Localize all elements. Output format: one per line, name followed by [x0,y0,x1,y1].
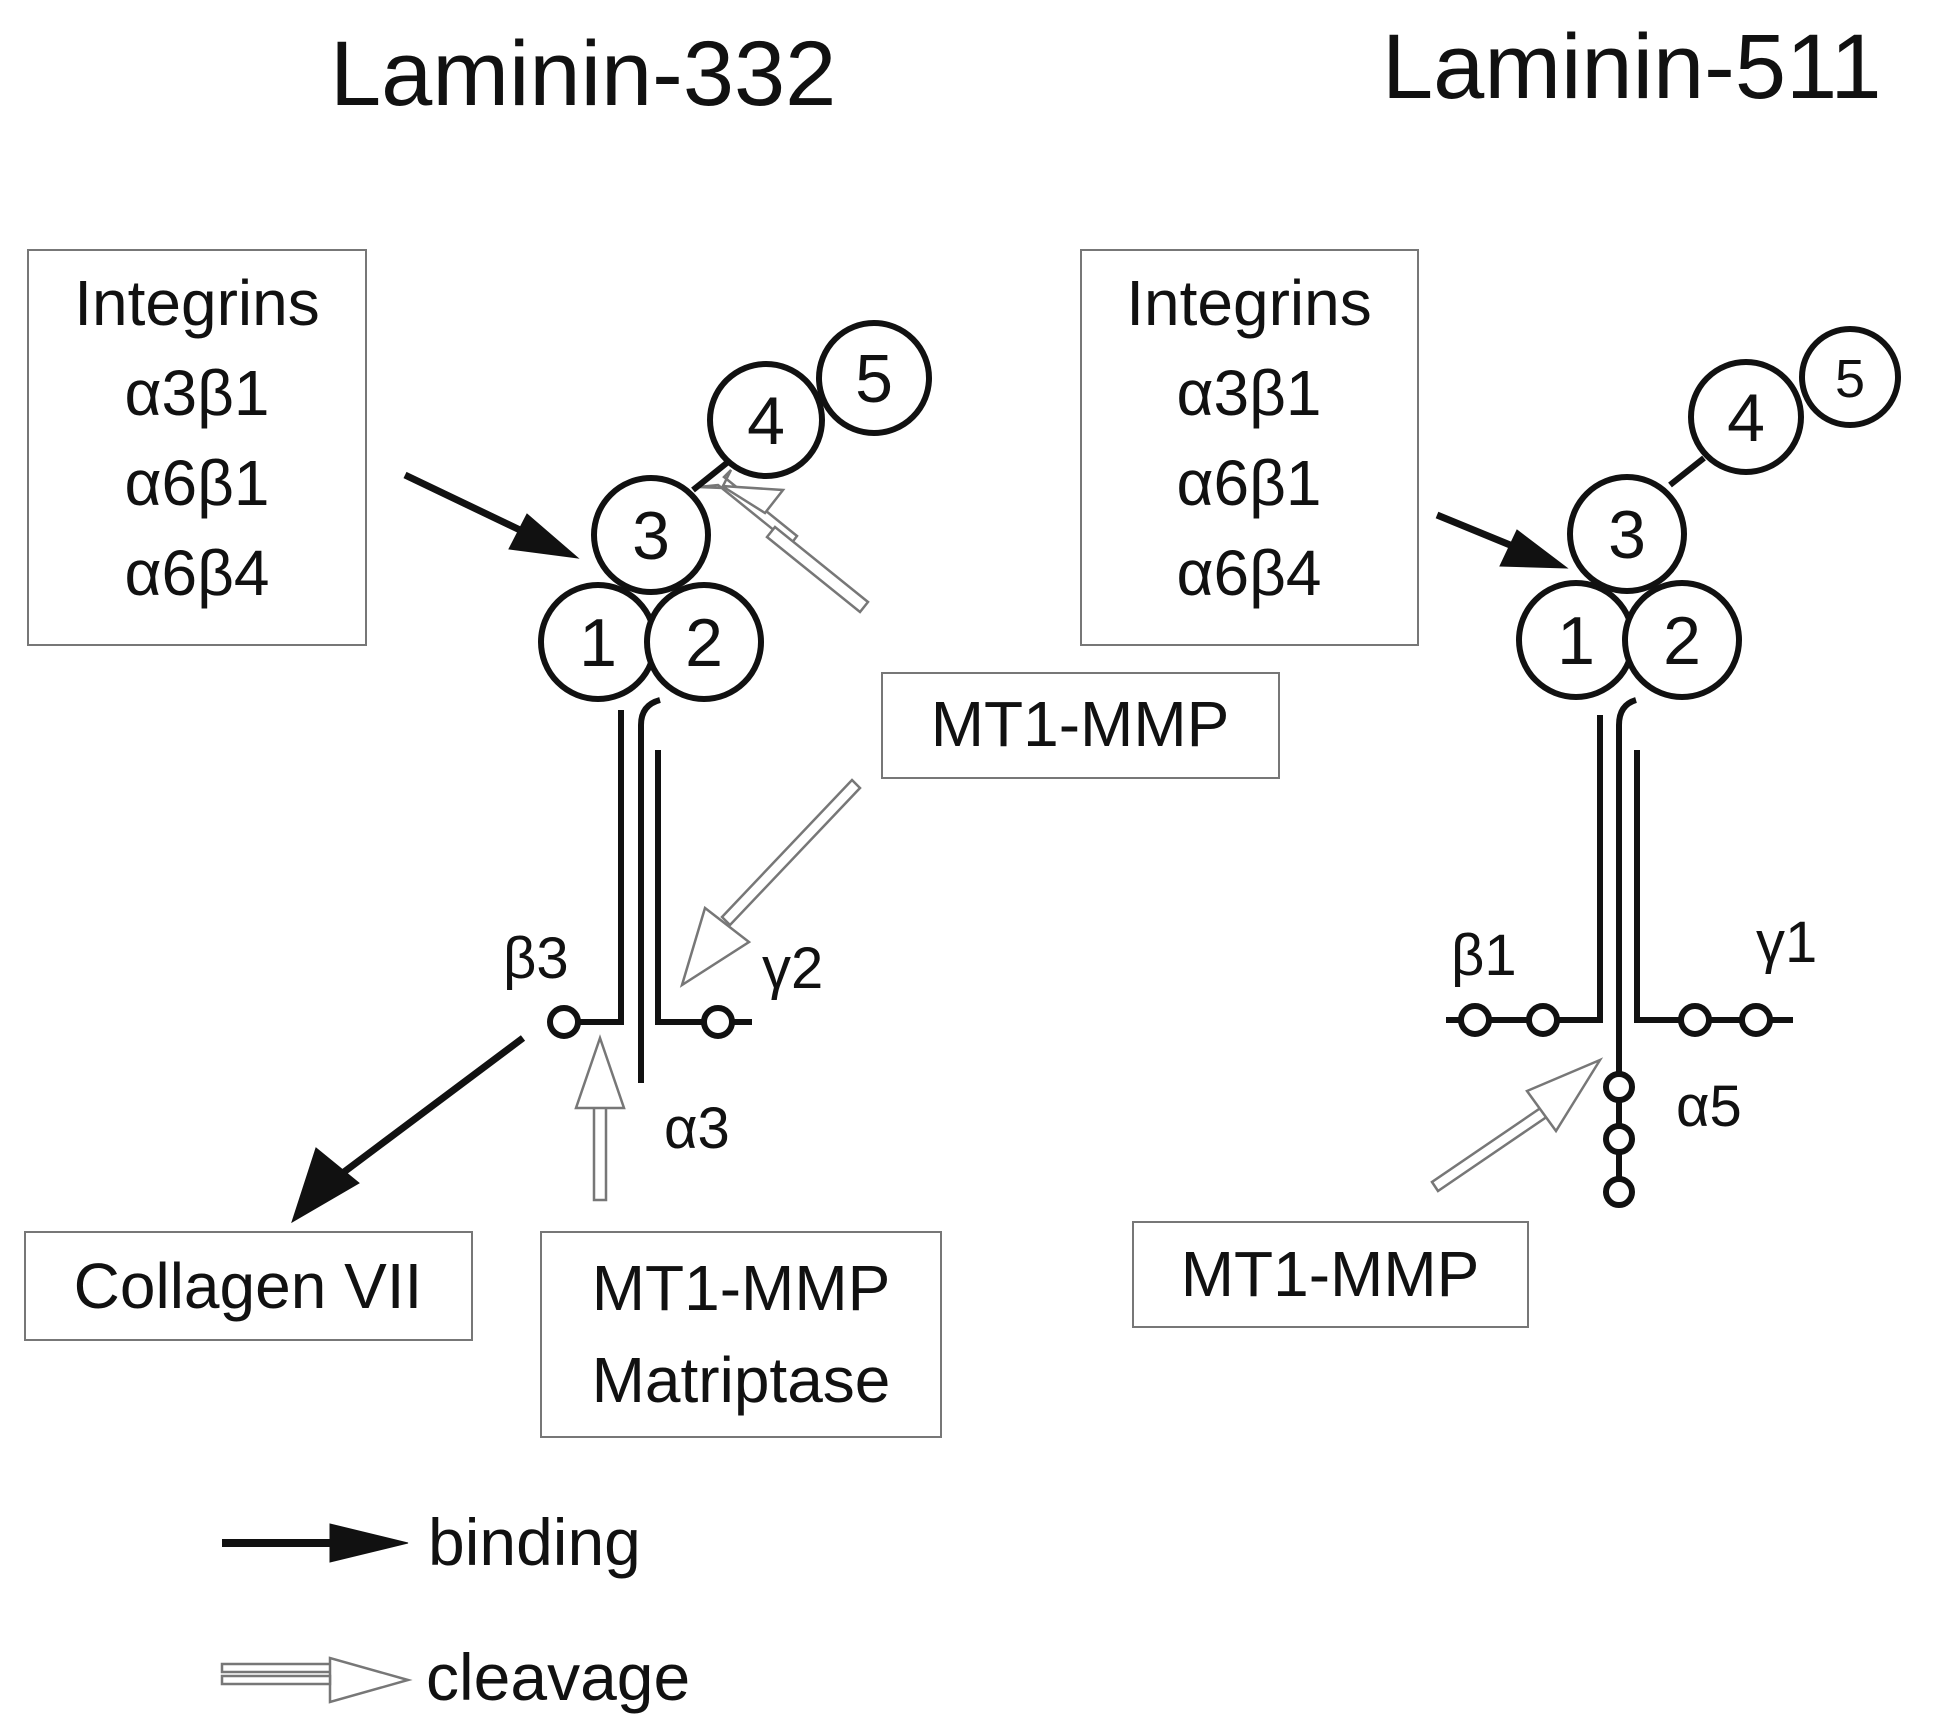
collagen-vii-box-frame [24,1231,473,1341]
integrin-a3b1-right: α3β1 [1177,357,1322,429]
mt1-mmp-box-right: MT1-MMP [1132,1221,1529,1328]
gamma2-bead [701,1005,735,1039]
integrins-box-frame [27,249,367,646]
lg-domain-4 [707,361,825,479]
alpha5-bead-3 [1603,1176,1635,1208]
chain-label-alpha3: α3 [664,1096,730,1161]
mt1-mmp-matriptase-frame [540,1231,942,1438]
integrin-a6b4-right: α6β4 [1177,537,1322,609]
lg-domain-5 [816,320,932,436]
lg-domain-1-label: 1 [579,605,617,681]
lg-domain-2 [644,582,764,702]
title-laminin-332: Laminin-332 [330,23,836,125]
mt1-mmp-label-right: MT1-MMP [1181,1238,1480,1310]
lg-domains-right: 1 2 3 4 5 [1516,326,1901,700]
legend-cleavage-arrow [220,1656,413,1704]
integrins-heading: Integrins [74,267,319,339]
gamma1-bead-2 [1739,1003,1773,1037]
cleavage-arrow-right [1430,1057,1604,1193]
integrin-a6b1-right: α6β1 [1177,447,1322,519]
lg-domain-3-label: 3 [632,498,670,574]
binding-arrow-integrins-left [403,471,580,559]
lg-domain-3-label-right: 3 [1608,497,1646,573]
legend: binding cleavage [220,1505,690,1714]
legend-cleavage-label: cleavage [426,1640,690,1714]
lg-domain-2-right [1622,580,1742,700]
matriptase-label: Matriptase [592,1344,891,1416]
lg-domain-3 [591,475,711,595]
binding-arrow-collagen [291,1035,526,1224]
cleavage-arrow-top-left [697,469,870,614]
integrins-heading-right: Integrins [1126,267,1371,339]
chain-label-beta1: β1 [1451,923,1517,988]
legend-binding-arrow [222,1523,409,1563]
collagen-vii-box: Collagen VII [24,1231,473,1341]
panel-laminin-511: Laminin-511 Integrins α3β1 α6β1 α6β4 1 2… [1080,16,1901,1328]
integrin-a6b1: α6β1 [125,447,270,519]
mt1-mmp-label: MT1-MMP [931,688,1230,760]
lg-domain-4-right [1688,359,1804,475]
integrins-box-frame-right [1080,249,1419,646]
coiled-coil-right [1446,697,1793,1208]
beta3-bead [547,1005,581,1039]
cleavage-arrow-bottom-left [574,1034,626,1202]
panel-laminin-332: Laminin-332 Integrins α3β1 α6β1 α6β4 [24,23,1280,1438]
lg-domain-3-right [1567,474,1687,594]
lg-domain-4-label-right: 4 [1727,380,1765,456]
beta1-bead-2 [1526,1003,1560,1037]
integrins-box-right: Integrins α3β1 α6β1 α6β4 [1080,249,1419,646]
collagen-vii-label: Collagen VII [74,1250,423,1322]
cleavage-arrow-gamma-left [679,778,862,988]
chain-label-gamma2: γ2 [762,936,823,1001]
beta1-bead-1 [1458,1003,1492,1037]
alpha5-bead-2 [1603,1123,1635,1155]
mt1-mmp-label-bottom: MT1-MMP [592,1252,891,1324]
legend-binding-label: binding [428,1505,641,1579]
integrin-a6b4: α6β4 [125,537,270,609]
alpha5-bead-1 [1603,1071,1635,1103]
lg-domain-5-label: 5 [855,341,893,417]
mt1-mmp-box-frame-right [1132,1221,1529,1328]
lg-domains-left: 1 2 3 4 5 [538,320,932,702]
lg-domain-2-label-right: 2 [1663,603,1701,679]
binding-arrow-integrins-right [1435,511,1569,569]
chain-label-alpha5: α5 [1676,1074,1742,1139]
integrin-a3b1: α3β1 [125,357,270,429]
mt1-mmp-box-frame [881,672,1280,779]
mt1-mmp-matriptase-box: MT1-MMP Matriptase [540,1231,942,1438]
lg-domain-5-label-right: 5 [1835,349,1865,409]
lg-domain-4-label: 4 [747,383,785,459]
lg-domain-1-label-right: 1 [1557,603,1595,679]
coiled-coil-left [547,697,752,1083]
lg-domain-5-right [1799,326,1901,428]
chain-label-gamma1: γ1 [1756,910,1817,975]
title-laminin-511: Laminin-511 [1382,16,1882,118]
integrins-box-left: Integrins α3β1 α6β1 α6β4 [27,249,367,646]
mt1-mmp-box-top-left: MT1-MMP [881,672,1280,779]
chain-label-beta3: β3 [503,926,569,991]
gamma1-bead-1 [1678,1003,1712,1037]
lg-domain-2-label: 2 [685,605,723,681]
